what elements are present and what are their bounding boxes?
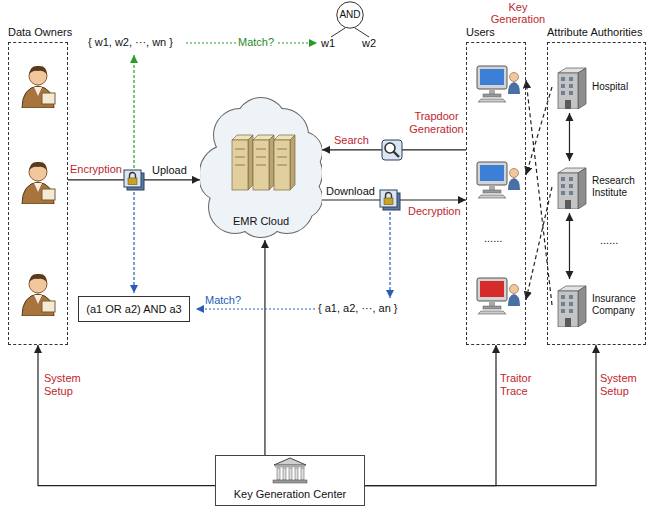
connector	[38, 345, 215, 486]
policy-leader	[133, 192, 134, 293]
user-group: Users	[466, 42, 526, 345]
keyword-set: { w1, w2, ···, wn }	[88, 36, 173, 49]
keyword-leader	[133, 55, 134, 168]
process-label: Trapdoor Generation	[408, 110, 465, 136]
edge-label: Download	[326, 185, 375, 198]
match-label: Match?	[236, 36, 276, 49]
kgc-building-icon	[295, 468, 298, 480]
encryption-lock-icon	[124, 170, 144, 190]
kgc-building-icon	[273, 458, 307, 483]
building-icon	[558, 168, 586, 209]
kgc-building-icon	[301, 468, 304, 480]
server-icon	[274, 135, 295, 190]
kgc-building-icon	[274, 458, 306, 465]
server-slot	[235, 165, 245, 166]
node-label: Hospital	[592, 81, 628, 93]
server-front	[232, 140, 248, 190]
edge-label: Upload	[152, 164, 187, 177]
and-gate-circle: AND	[334, 1, 366, 29]
kgc-building-icon	[275, 465, 305, 468]
connector	[526, 187, 552, 300]
process-label: Decryption	[408, 205, 461, 218]
server-side	[248, 135, 253, 190]
server-front	[274, 140, 290, 190]
and-gate-outline	[337, 2, 363, 28]
kgc-building-icon	[273, 480, 307, 483]
group-heading: Users	[466, 26, 524, 39]
connector	[526, 80, 552, 305]
connector	[365, 345, 496, 486]
kgc-box: Key Generation Center	[215, 455, 365, 506]
user-computer-icon	[477, 162, 520, 198]
server-side	[290, 135, 295, 190]
server-slot	[235, 157, 245, 158]
authority-node: Insurance Company	[552, 279, 644, 331]
cloud-outline	[237, 189, 285, 237]
node-label: Research Institute	[592, 175, 642, 199]
building-icon	[558, 286, 586, 327]
keyword-leaf: w1	[321, 37, 335, 50]
user-computer-icon	[477, 278, 520, 314]
edge-label: Traitor Trace	[500, 372, 540, 398]
server-slot	[277, 157, 287, 158]
connector	[264, 240, 265, 455]
node-label: (a1 OR a2) AND a3	[86, 297, 181, 321]
node-label: Insurance Company	[592, 293, 642, 317]
server-icon	[232, 135, 253, 190]
match-label: Match?	[205, 294, 241, 307]
attribute-match-line	[196, 308, 315, 309]
connector	[526, 87, 552, 175]
edge-label: Search	[334, 134, 369, 147]
kgc-building-icon	[289, 468, 292, 480]
kgc-building-icon	[277, 468, 280, 480]
node-label: Key Generation Center	[216, 488, 364, 501]
building-icon	[558, 68, 586, 109]
keyword-leaf: w2	[362, 37, 376, 50]
connector	[569, 213, 570, 279]
ellipsis: ......	[600, 234, 618, 247]
kgc-building-icon	[283, 468, 286, 480]
server-slot	[256, 165, 266, 166]
connector	[569, 113, 570, 161]
server-slot	[256, 149, 266, 150]
server-slot	[277, 149, 287, 150]
data-owner-icon	[22, 274, 55, 316]
tree-branch	[331, 28, 345, 37]
authority-node: Research Institute	[552, 161, 644, 213]
attribute-set: { a1, a2, ···, an }	[318, 302, 398, 315]
connector	[365, 345, 596, 486]
policy-box: (a1 OR a2) AND a3	[78, 296, 189, 322]
process-label: Encryption	[70, 163, 122, 176]
server-slot	[235, 149, 245, 150]
node-label: EMR Cloud	[233, 215, 289, 228]
server-front	[253, 140, 269, 190]
edge-label: System Setup	[600, 372, 642, 398]
search-icon	[382, 140, 402, 160]
cloud-node: EMR Cloud	[200, 95, 322, 240]
group-heading: Attribute Authorities	[547, 26, 644, 39]
decryption-lock-icon	[380, 190, 400, 210]
authority-node: Hospital	[552, 61, 644, 113]
user-computer-icon	[477, 66, 520, 102]
data-owner-icon	[22, 66, 55, 108]
server-slot	[256, 157, 266, 158]
process-label: Key Generation	[490, 1, 546, 25]
authority-group: Attribute AuthoritiesHospitalResearch In…	[547, 42, 646, 345]
traitor-screen	[480, 281, 504, 297]
server-icon	[253, 135, 274, 190]
tree-branch	[355, 28, 369, 37]
data-owner-group: Data Owners	[8, 42, 68, 345]
group-heading: Data Owners	[8, 26, 66, 39]
cloud-fill	[237, 189, 285, 237]
server-side	[269, 135, 274, 190]
node-label: AND	[339, 9, 360, 21]
edge-label: System Setup	[44, 372, 88, 398]
server-slot	[277, 165, 287, 166]
ellipsis: ......	[484, 232, 502, 245]
attribute-leader	[389, 212, 390, 298]
data-owner-icon	[22, 162, 55, 204]
